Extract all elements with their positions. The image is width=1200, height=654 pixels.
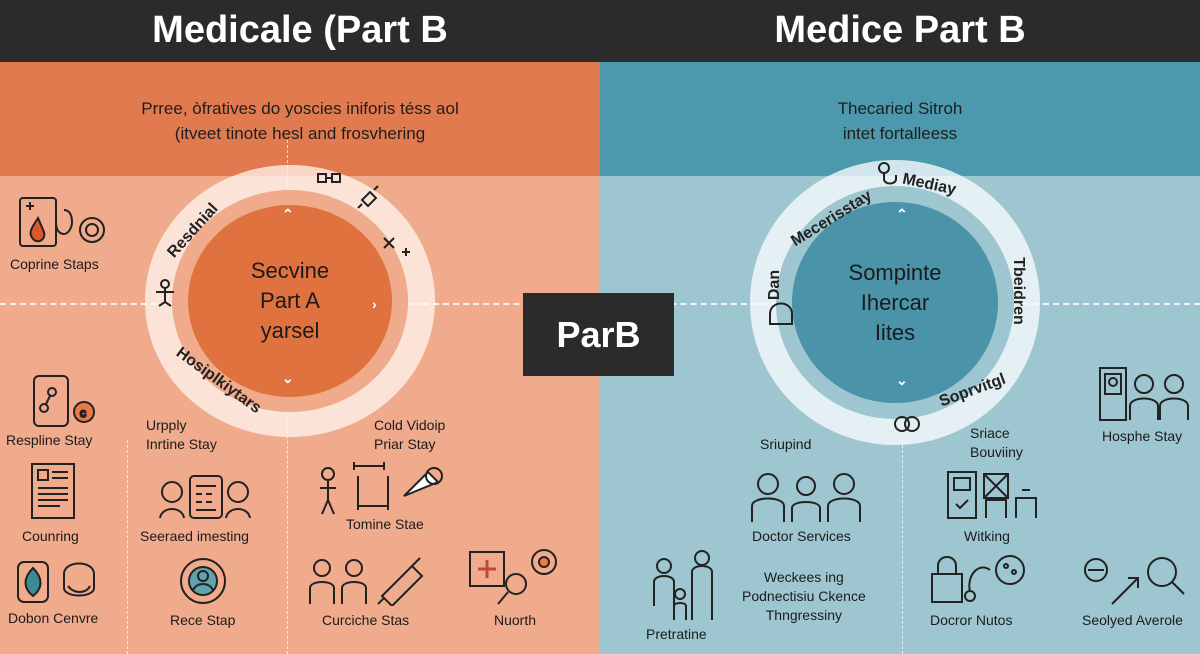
calculator-people-icon <box>159 475 251 519</box>
ring-medical-icons <box>317 173 410 256</box>
right-panel: Medice Part B Thecaried Sitroh intet for… <box>600 0 1200 654</box>
right-chevron-up-icon: ⌃ <box>896 206 908 222</box>
right-ring-label-dan: Dan <box>766 269 784 301</box>
left-item-counring: Counring <box>22 528 79 544</box>
right-title: Medice Part B <box>774 9 1026 51</box>
chevron-down-icon: ⌄ <box>282 370 294 386</box>
left-header-band <box>0 62 600 176</box>
left-center-line3: yarsel <box>260 318 320 343</box>
leaf-portrait-icon <box>17 561 95 603</box>
right-center-line2: Ihercar <box>860 289 930 315</box>
right-item-witking: Witking <box>964 528 1010 544</box>
right-item-hosphe-stay: Hosphe Stay <box>1102 428 1183 444</box>
blood-drop-icon <box>19 197 105 247</box>
chevron-up-icon: ⌃ <box>282 206 294 222</box>
right-subtitle: Thecaried Sitroh intet fortalleess <box>600 96 1200 146</box>
right-item-docror-nutos: Docror Nutos <box>930 612 1013 628</box>
bell-icon <box>769 302 793 325</box>
medical-team-icon <box>751 473 861 522</box>
right-item-seolyed-averole: Seolyed Averole <box>1082 612 1183 628</box>
doctor-family-icon <box>653 550 713 620</box>
left-item-tomine-stae: Tomine Stae <box>346 516 424 532</box>
checklist-icon <box>947 471 1037 519</box>
left-item-urpply: Urpply Inrtine Stay <box>146 417 217 452</box>
right-chevron-down-icon: ⌄ <box>896 372 908 388</box>
right-header-band <box>600 62 1200 176</box>
right-item-weckees-ing: Weckees ing Podnectisiu Ckence Thngressi… <box>742 569 866 623</box>
left-title: Medicale (Part B <box>152 9 448 51</box>
left-center-line2: Part A <box>260 288 320 313</box>
left-subtitle-line2: (itveet tinote hesl and frosvhering <box>174 124 426 143</box>
left-item-rece-stap: Rece Stap <box>170 612 236 628</box>
left-panel: Medicale (Part B Prree, òfratives do yo… <box>0 0 600 654</box>
document-icon <box>31 463 75 519</box>
left-subtitle-line1: Prree, òfratives do yoscies iniforis té… <box>141 99 459 118</box>
right-subtitle-line1: Thecaried Sitroh <box>837 99 963 118</box>
first-aid-magnifier-icon <box>469 549 557 605</box>
right-item-pretratine: Pretratine <box>646 626 707 642</box>
left-item-seeraed-imesting: Seeraed imesting <box>140 528 249 544</box>
person-tree-icon <box>156 279 174 307</box>
left-subtitle: Prree, òfratives do yoscies iniforis té… <box>0 96 600 146</box>
right-center-line3: Iites <box>874 319 916 345</box>
right-item-sriace-bouviiny: Sriace Bouviiny <box>970 425 1023 460</box>
right-item-sriupind: Sriupind <box>760 436 812 452</box>
clipboard-icon: c <box>33 375 95 427</box>
left-center-circle: Secvine Part A yarsel <box>188 205 392 397</box>
right-title-bar <box>600 0 1200 62</box>
left-item-curciche-stas: Curciche Stas <box>322 612 410 628</box>
arrow-magnifier-icon <box>1084 557 1185 605</box>
right-subtitle-line2: intet fortalleess <box>842 124 958 143</box>
center-badge: ParB <box>523 293 674 376</box>
left-item-cold-vidoip: Cold Vidoip Priar Stay <box>374 417 446 452</box>
person-circle-icon <box>180 558 226 604</box>
left-center-line1: Secvine <box>250 258 330 283</box>
svg-text:c: c <box>80 406 86 420</box>
right-center-circle: Sompinte Ihercar Iites <box>792 202 998 403</box>
left-item-respline-stay: Respline Stay <box>6 432 93 448</box>
left-item-nuorth: Nuorth <box>494 612 537 628</box>
right-ring-label-tbeidren: Tbeidren <box>1009 257 1027 325</box>
left-item-dobon-cenvre: Dobon Cenvre <box>8 610 99 626</box>
family-portrait-icon <box>1099 367 1189 421</box>
stethoscope-icon <box>878 162 897 185</box>
chevron-right-icon: › <box>372 296 377 312</box>
left-item-coprine-staps: Coprine Staps <box>10 256 99 272</box>
lock-stethoscope-icon <box>931 555 1025 603</box>
hospital-bed-icon <box>320 462 443 515</box>
pills-icon <box>894 416 920 432</box>
right-center-line1: Sompinte <box>848 259 942 285</box>
left-divider-vertical-2 <box>127 440 128 654</box>
doctors-syringe-icon <box>309 557 424 606</box>
right-item-doctor-services: Doctor Services <box>752 528 851 544</box>
right-divider-vertical <box>902 400 903 654</box>
left-title-bar <box>0 0 600 62</box>
